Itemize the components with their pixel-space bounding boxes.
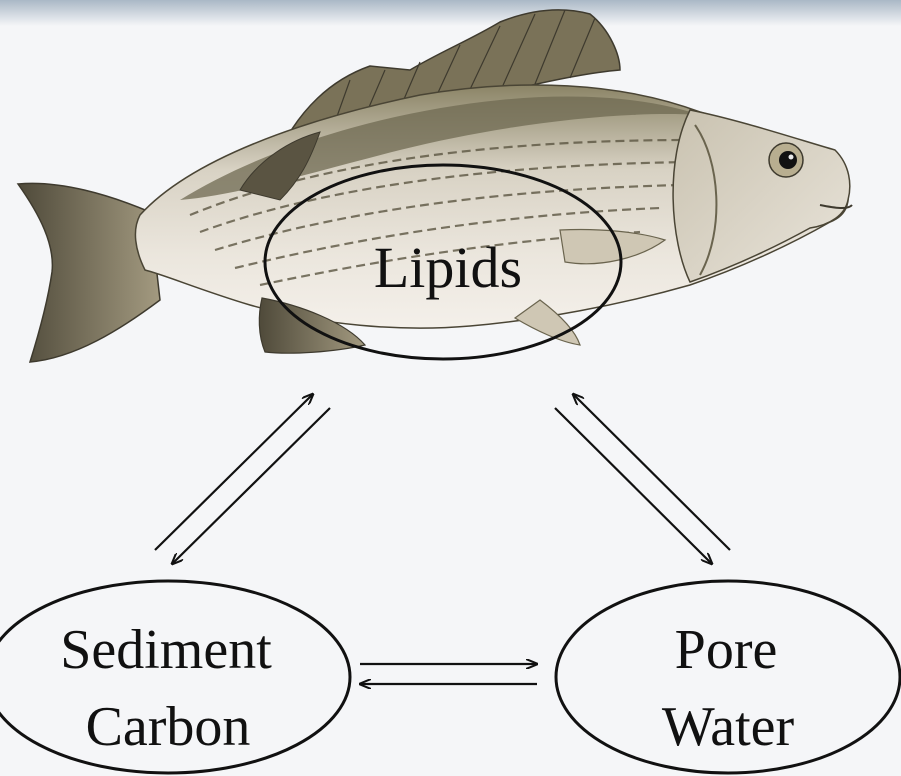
fish-eye-pupil bbox=[779, 151, 797, 169]
arrow-sediment-to-lipids bbox=[155, 394, 313, 550]
fish-icon bbox=[18, 10, 852, 362]
pore-water-label-line1: Pore bbox=[675, 619, 778, 681]
sediment-carbon-label-line2: Carbon bbox=[86, 696, 251, 758]
lipids-label: Lipids bbox=[374, 235, 522, 300]
fish-tail bbox=[18, 183, 160, 362]
arrow-porewater-to-lipids bbox=[573, 394, 730, 550]
pore-water-label-line2: Water bbox=[662, 696, 795, 758]
arrow-lipids-to-porewater bbox=[555, 408, 712, 564]
arrow-lipids-to-sediment bbox=[172, 408, 330, 564]
sediment-carbon-label-line1: Sediment bbox=[60, 619, 272, 681]
fish-eye-glint bbox=[789, 155, 794, 160]
